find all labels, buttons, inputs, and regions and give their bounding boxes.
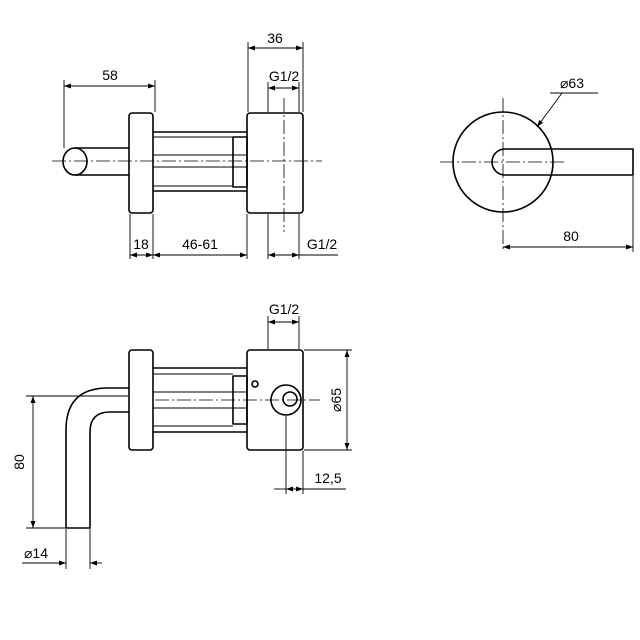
dim-label-12-5: 12,5: [314, 470, 341, 486]
dim-label-thread: G1/2: [269, 301, 300, 317]
port-inner-circle: [282, 391, 298, 407]
dim-label-80-vertical: 80: [11, 454, 27, 470]
lever-plan: [65, 387, 129, 529]
dim-label-diameter-65: ⌀65: [328, 388, 344, 412]
lever-front: [491, 148, 634, 176]
screw-hole: [251, 380, 259, 388]
dim-label-46-61: 46-61: [182, 236, 218, 252]
front-view: ⌀63 80: [440, 75, 634, 252]
dim-label-80: 80: [563, 228, 579, 244]
valve-block: [246, 112, 304, 214]
valve-body: [153, 131, 248, 192]
dim-label-thread-top: G1/2: [269, 68, 300, 84]
dim-label-18: 18: [133, 236, 149, 252]
escutcheon-plate: [128, 349, 154, 451]
dim-label-36: 36: [267, 30, 283, 46]
lever-end: [62, 147, 88, 176]
dim-label-58: 58: [102, 67, 118, 83]
port-circle: [270, 384, 302, 416]
side-view: 58 36 G1/2 18 46-61 G1/2: [52, 30, 338, 259]
plan-view: G1/2 ⌀65 12,5 80 ⌀14: [11, 301, 352, 569]
escutcheon-plate: [128, 112, 154, 214]
lever-side: [62, 147, 129, 176]
dim-label-thread-bottom: G1/2: [307, 236, 338, 252]
body-step: [232, 136, 248, 188]
dim-label-diameter-14: ⌀14: [24, 545, 48, 561]
valve-block: [246, 349, 304, 451]
dim-label-diameter-63: ⌀63: [560, 75, 584, 91]
diameter-leader: [536, 92, 563, 128]
escutcheon-circle: [452, 111, 554, 213]
valve-body: [153, 367, 248, 433]
